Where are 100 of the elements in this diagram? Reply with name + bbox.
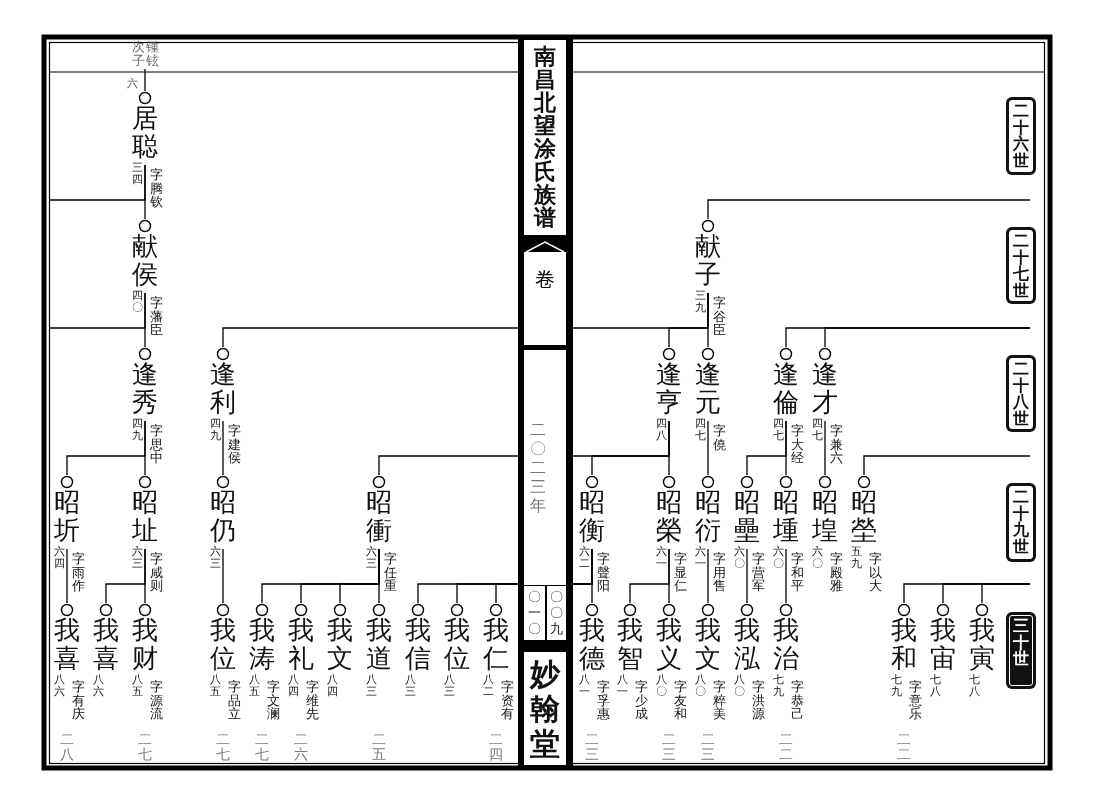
age-note: 八二 bbox=[482, 674, 494, 698]
age-note: 八五 bbox=[131, 674, 143, 698]
courtesy-name: 字和平 bbox=[790, 552, 805, 593]
person-name: 昭堹 bbox=[772, 488, 800, 544]
generation-label: 二十七世 bbox=[1009, 230, 1033, 301]
age-note: 四七 bbox=[772, 418, 784, 442]
person-name: 昭仍 bbox=[209, 488, 237, 544]
person-name: 我智 bbox=[616, 616, 644, 672]
page-number-panel: 〇一〇 bbox=[524, 586, 545, 640]
person-name: 逢亨 bbox=[655, 360, 683, 416]
page-reference: 二七 bbox=[254, 732, 270, 762]
age-note: 八三 bbox=[365, 674, 377, 698]
courtesy-name: 字友和 bbox=[673, 680, 688, 721]
page-reference: 二四 bbox=[488, 732, 504, 762]
age-note: 三九 bbox=[694, 290, 706, 314]
page-reference: 二二 bbox=[896, 732, 912, 762]
lineage-line bbox=[746, 548, 748, 604]
lineage-line bbox=[981, 583, 1031, 604]
age-note: 六一 bbox=[655, 546, 667, 570]
courtesy-name: 字文澜 bbox=[266, 680, 281, 721]
lineage-line bbox=[144, 68, 146, 92]
courtesy-name: 字聲阳 bbox=[596, 552, 611, 593]
age-note: 八〇 bbox=[655, 674, 667, 698]
age-note: 六三 bbox=[131, 546, 143, 570]
age-note: 四〇 bbox=[131, 290, 143, 314]
volume-panel: 卷 bbox=[524, 252, 566, 345]
age-note: 八五 bbox=[209, 674, 221, 698]
person-name: 我涛 bbox=[248, 616, 276, 672]
age-note: 七九 bbox=[772, 674, 784, 698]
person-name: 昭榮 bbox=[655, 488, 683, 544]
courtesy-name: 字建侯 bbox=[227, 424, 242, 465]
courtesy-name: 字用售 bbox=[712, 552, 727, 593]
age-note: 五九 bbox=[850, 546, 862, 570]
parent-note: 锺铉次子 bbox=[131, 40, 159, 68]
lineage-line bbox=[48, 164, 146, 201]
courtesy-name: 字资有 bbox=[500, 680, 515, 721]
lineage-line bbox=[144, 420, 146, 476]
generation-label: 二十八世 bbox=[1009, 358, 1033, 429]
lineage-line bbox=[707, 199, 1031, 220]
courtesy-name: 字有庆 bbox=[71, 680, 86, 721]
person-name: 逢元 bbox=[694, 360, 722, 416]
title-panel: 南昌北望涂氏族谱 bbox=[524, 40, 566, 235]
age-note: 八三 bbox=[404, 674, 416, 698]
age-note: 三四 bbox=[131, 162, 143, 186]
person-name: 我义 bbox=[655, 616, 683, 672]
person-name: 我文 bbox=[694, 616, 722, 672]
page-reference: 二三 bbox=[700, 732, 716, 762]
lineage-line bbox=[668, 548, 670, 604]
courtesy-name: 字粹美 bbox=[712, 680, 727, 721]
age-note: 六四 bbox=[53, 546, 65, 570]
person-name: 我寅 bbox=[968, 616, 996, 672]
person-name: 我喜 bbox=[53, 616, 81, 672]
hall-name-panel: 妙翰堂 bbox=[524, 652, 566, 765]
person-name: 昭衝 bbox=[365, 488, 393, 544]
person-name: 我喜 bbox=[92, 616, 120, 672]
person-name: 昭堭 bbox=[811, 488, 839, 544]
age-note: 六〇 bbox=[733, 546, 745, 570]
person-name: 献侯 bbox=[131, 232, 159, 288]
courtesy-name: 字任重 bbox=[383, 552, 398, 593]
courtesy-name: 字营军 bbox=[751, 552, 766, 593]
person-name: 我位 bbox=[443, 616, 471, 672]
age-note: 八〇 bbox=[733, 674, 745, 698]
lineage-line bbox=[785, 420, 787, 476]
age-note: 八六 bbox=[53, 674, 65, 698]
courtesy-name: 字以大 bbox=[868, 552, 883, 593]
person-name: 昭壘 bbox=[733, 488, 761, 544]
age-note: 七八 bbox=[929, 674, 941, 698]
person-name: 逢才 bbox=[811, 360, 839, 416]
courtesy-name: 字意乐 bbox=[908, 680, 923, 721]
courtesy-name: 字咸则 bbox=[149, 552, 164, 593]
person-name: 我仁 bbox=[482, 616, 510, 672]
page-reference: 二七 bbox=[137, 732, 153, 762]
lineage-line bbox=[824, 420, 826, 476]
person-name: 昭塋 bbox=[850, 488, 878, 544]
person-name: 我泓 bbox=[733, 616, 761, 672]
person-name: 昭址 bbox=[131, 488, 159, 544]
lineage-line bbox=[824, 327, 1031, 348]
lineage-line bbox=[48, 292, 146, 329]
person-name: 昭圻 bbox=[53, 488, 81, 544]
generation-label: 二十六世 bbox=[1009, 100, 1033, 172]
age-note: 四七 bbox=[694, 418, 706, 442]
person-name: 献子 bbox=[694, 232, 722, 288]
age-note: 六一 bbox=[694, 546, 706, 570]
age-note: 六三 bbox=[365, 546, 377, 570]
person-name: 我财 bbox=[131, 616, 159, 672]
age-note: 八四 bbox=[326, 674, 338, 698]
age-note: 六二 bbox=[578, 546, 590, 570]
courtesy-name: 字源流 bbox=[149, 680, 164, 721]
person-name: 我宙 bbox=[929, 616, 957, 672]
age-note: 四八 bbox=[655, 418, 667, 442]
page-reference: 二五 bbox=[371, 732, 387, 762]
person-name: 我文 bbox=[326, 616, 354, 672]
person-name: 我礼 bbox=[287, 616, 315, 672]
lineage-line bbox=[785, 548, 787, 604]
page-reference: 二三 bbox=[661, 732, 677, 762]
age-note: 四七 bbox=[811, 418, 823, 442]
courtesy-name: 字维先 bbox=[305, 680, 320, 721]
person-name: 我德 bbox=[578, 616, 606, 672]
page-reference: 二三 bbox=[584, 732, 600, 762]
date-panel: 二〇二三年 bbox=[524, 350, 566, 585]
